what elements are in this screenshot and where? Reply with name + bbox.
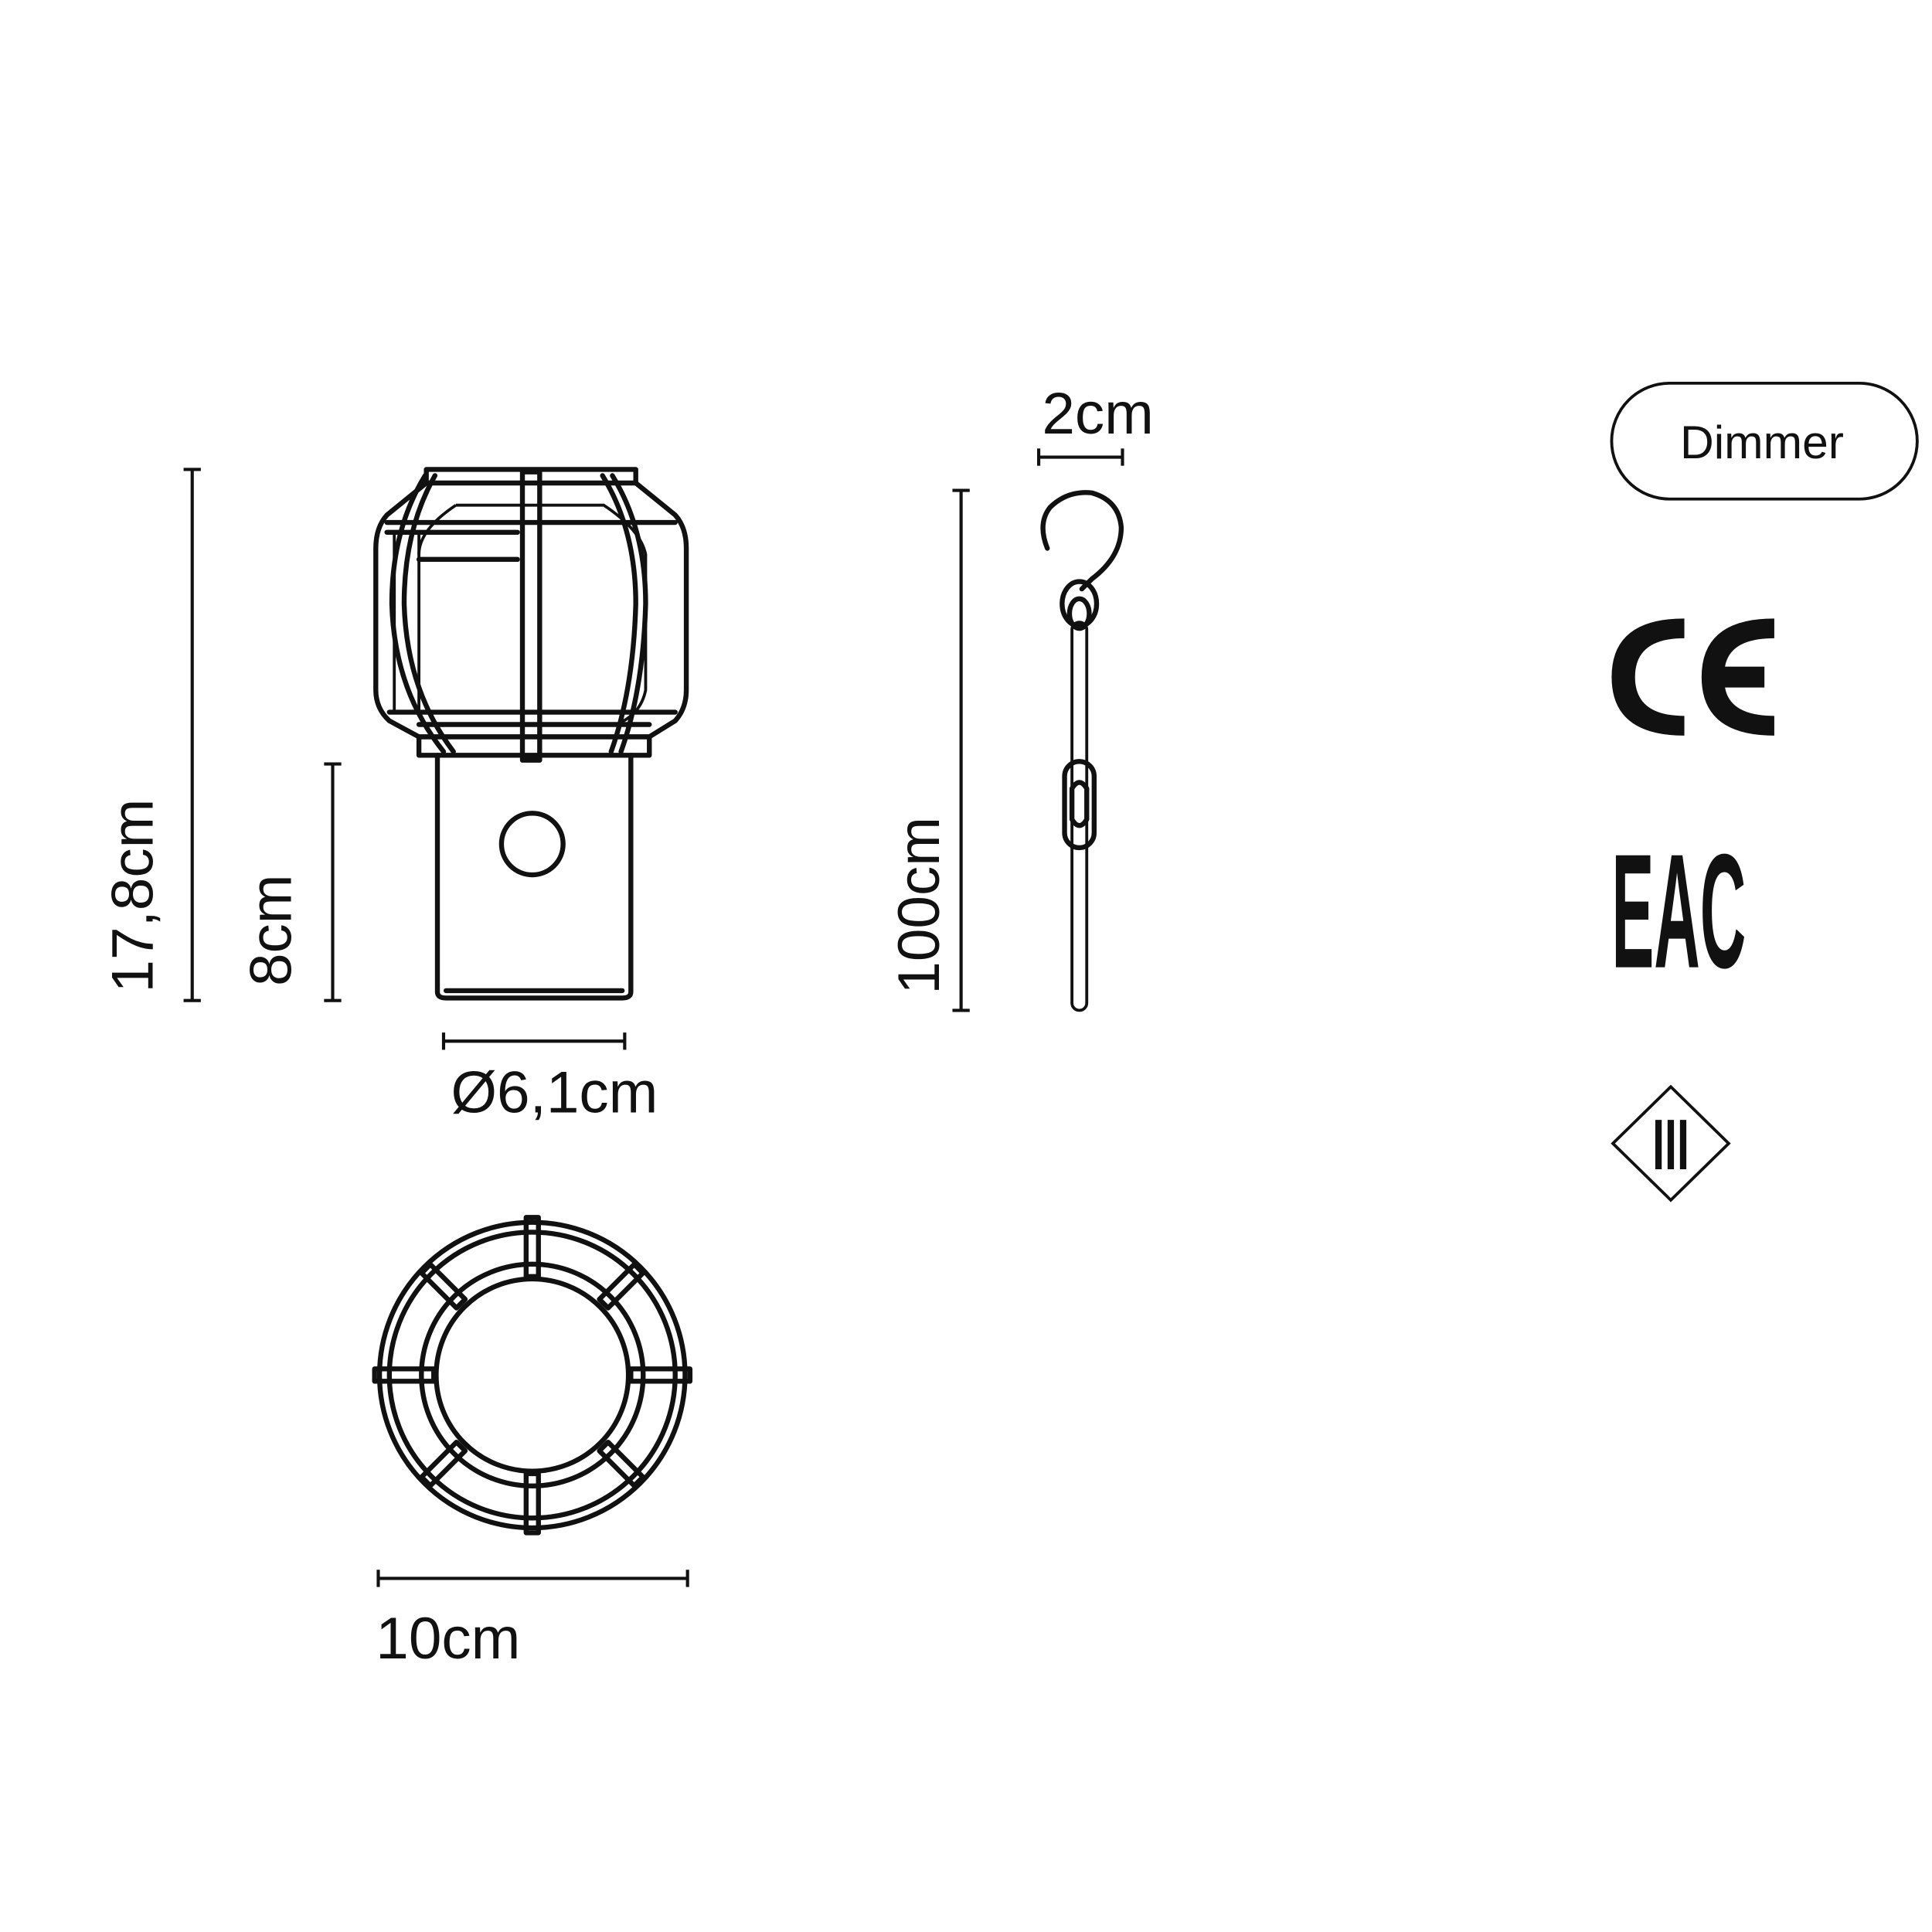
dimmer-button-drawing bbox=[498, 811, 566, 878]
total-height-label: 17,8cm bbox=[100, 799, 166, 993]
cage-diameter-dimension: 10cm bbox=[376, 1570, 689, 1672]
hook-width-dimension: 2cm bbox=[1036, 381, 1154, 466]
eac-mark-label: EAC bbox=[1611, 820, 1746, 1002]
class-iii-icon: III bbox=[1611, 1084, 1731, 1202]
lamp-top-view bbox=[372, 1215, 693, 1536]
hook-width-label: 2cm bbox=[1042, 381, 1154, 447]
dimmer-label: Dimmer bbox=[1680, 416, 1844, 468]
cord-length-dimension: 100cm bbox=[886, 488, 970, 1012]
eac-mark-icon: EAC bbox=[1611, 820, 1746, 1002]
cage-diameter-label: 10cm bbox=[376, 1606, 520, 1672]
base-diameter-label: Ø6,1cm bbox=[451, 1060, 658, 1126]
base-diameter-dimension: Ø6,1cm bbox=[441, 1032, 658, 1126]
base-height-dimension: 8cm bbox=[238, 762, 342, 1002]
hanging-hook-drawing bbox=[1040, 490, 1124, 1012]
lamp-side-view bbox=[373, 467, 689, 1001]
class-iii-label: III bbox=[1652, 1104, 1689, 1185]
total-height-dimension: 17,8cm bbox=[100, 468, 201, 1002]
dimmer-badge: Dimmer bbox=[1610, 381, 1919, 501]
cord-length-label: 100cm bbox=[886, 817, 952, 995]
base-height-label: 8cm bbox=[238, 874, 304, 986]
ce-mark-icon bbox=[1611, 618, 1774, 736]
